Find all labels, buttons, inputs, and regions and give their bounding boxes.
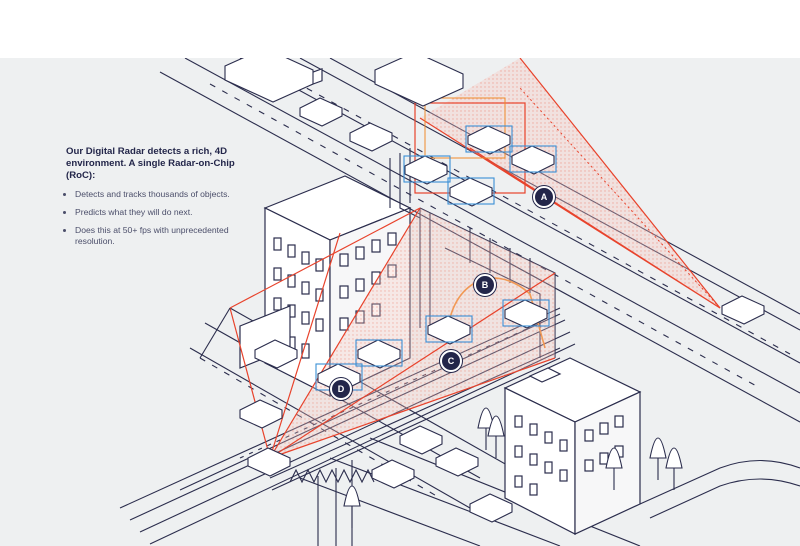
marker-c: C — [440, 350, 462, 372]
trees — [343, 407, 683, 528]
cars — [239, 97, 765, 523]
isometric-city-diagram — [119, 58, 800, 546]
bullet-2: Predicts what they will do next. — [75, 207, 236, 218]
radar-scene-illustration: A B C D Our Digital Radar detects a rich… — [0, 58, 800, 546]
detection-boxes — [315, 125, 557, 391]
marker-d: D — [330, 378, 352, 400]
page-top-area — [0, 0, 800, 58]
description-bullets: Detects and tracks thousands of objects.… — [66, 189, 236, 247]
description-title: Our Digital Radar detects a rich, 4D env… — [66, 146, 235, 181]
description-panel: Our Digital Radar detects a rich, 4D env… — [66, 146, 236, 254]
marker-a: A — [533, 186, 555, 208]
trucks — [224, 58, 464, 107]
marker-b: B — [474, 274, 496, 296]
office-building-right — [503, 357, 642, 535]
bullet-3: Does this at 50+ fps with unprecedented … — [75, 225, 236, 247]
sidewalk — [199, 307, 800, 519]
radar-beam-a — [414, 58, 721, 309]
bullet-1: Detects and tracks thousands of objects. — [75, 189, 236, 200]
